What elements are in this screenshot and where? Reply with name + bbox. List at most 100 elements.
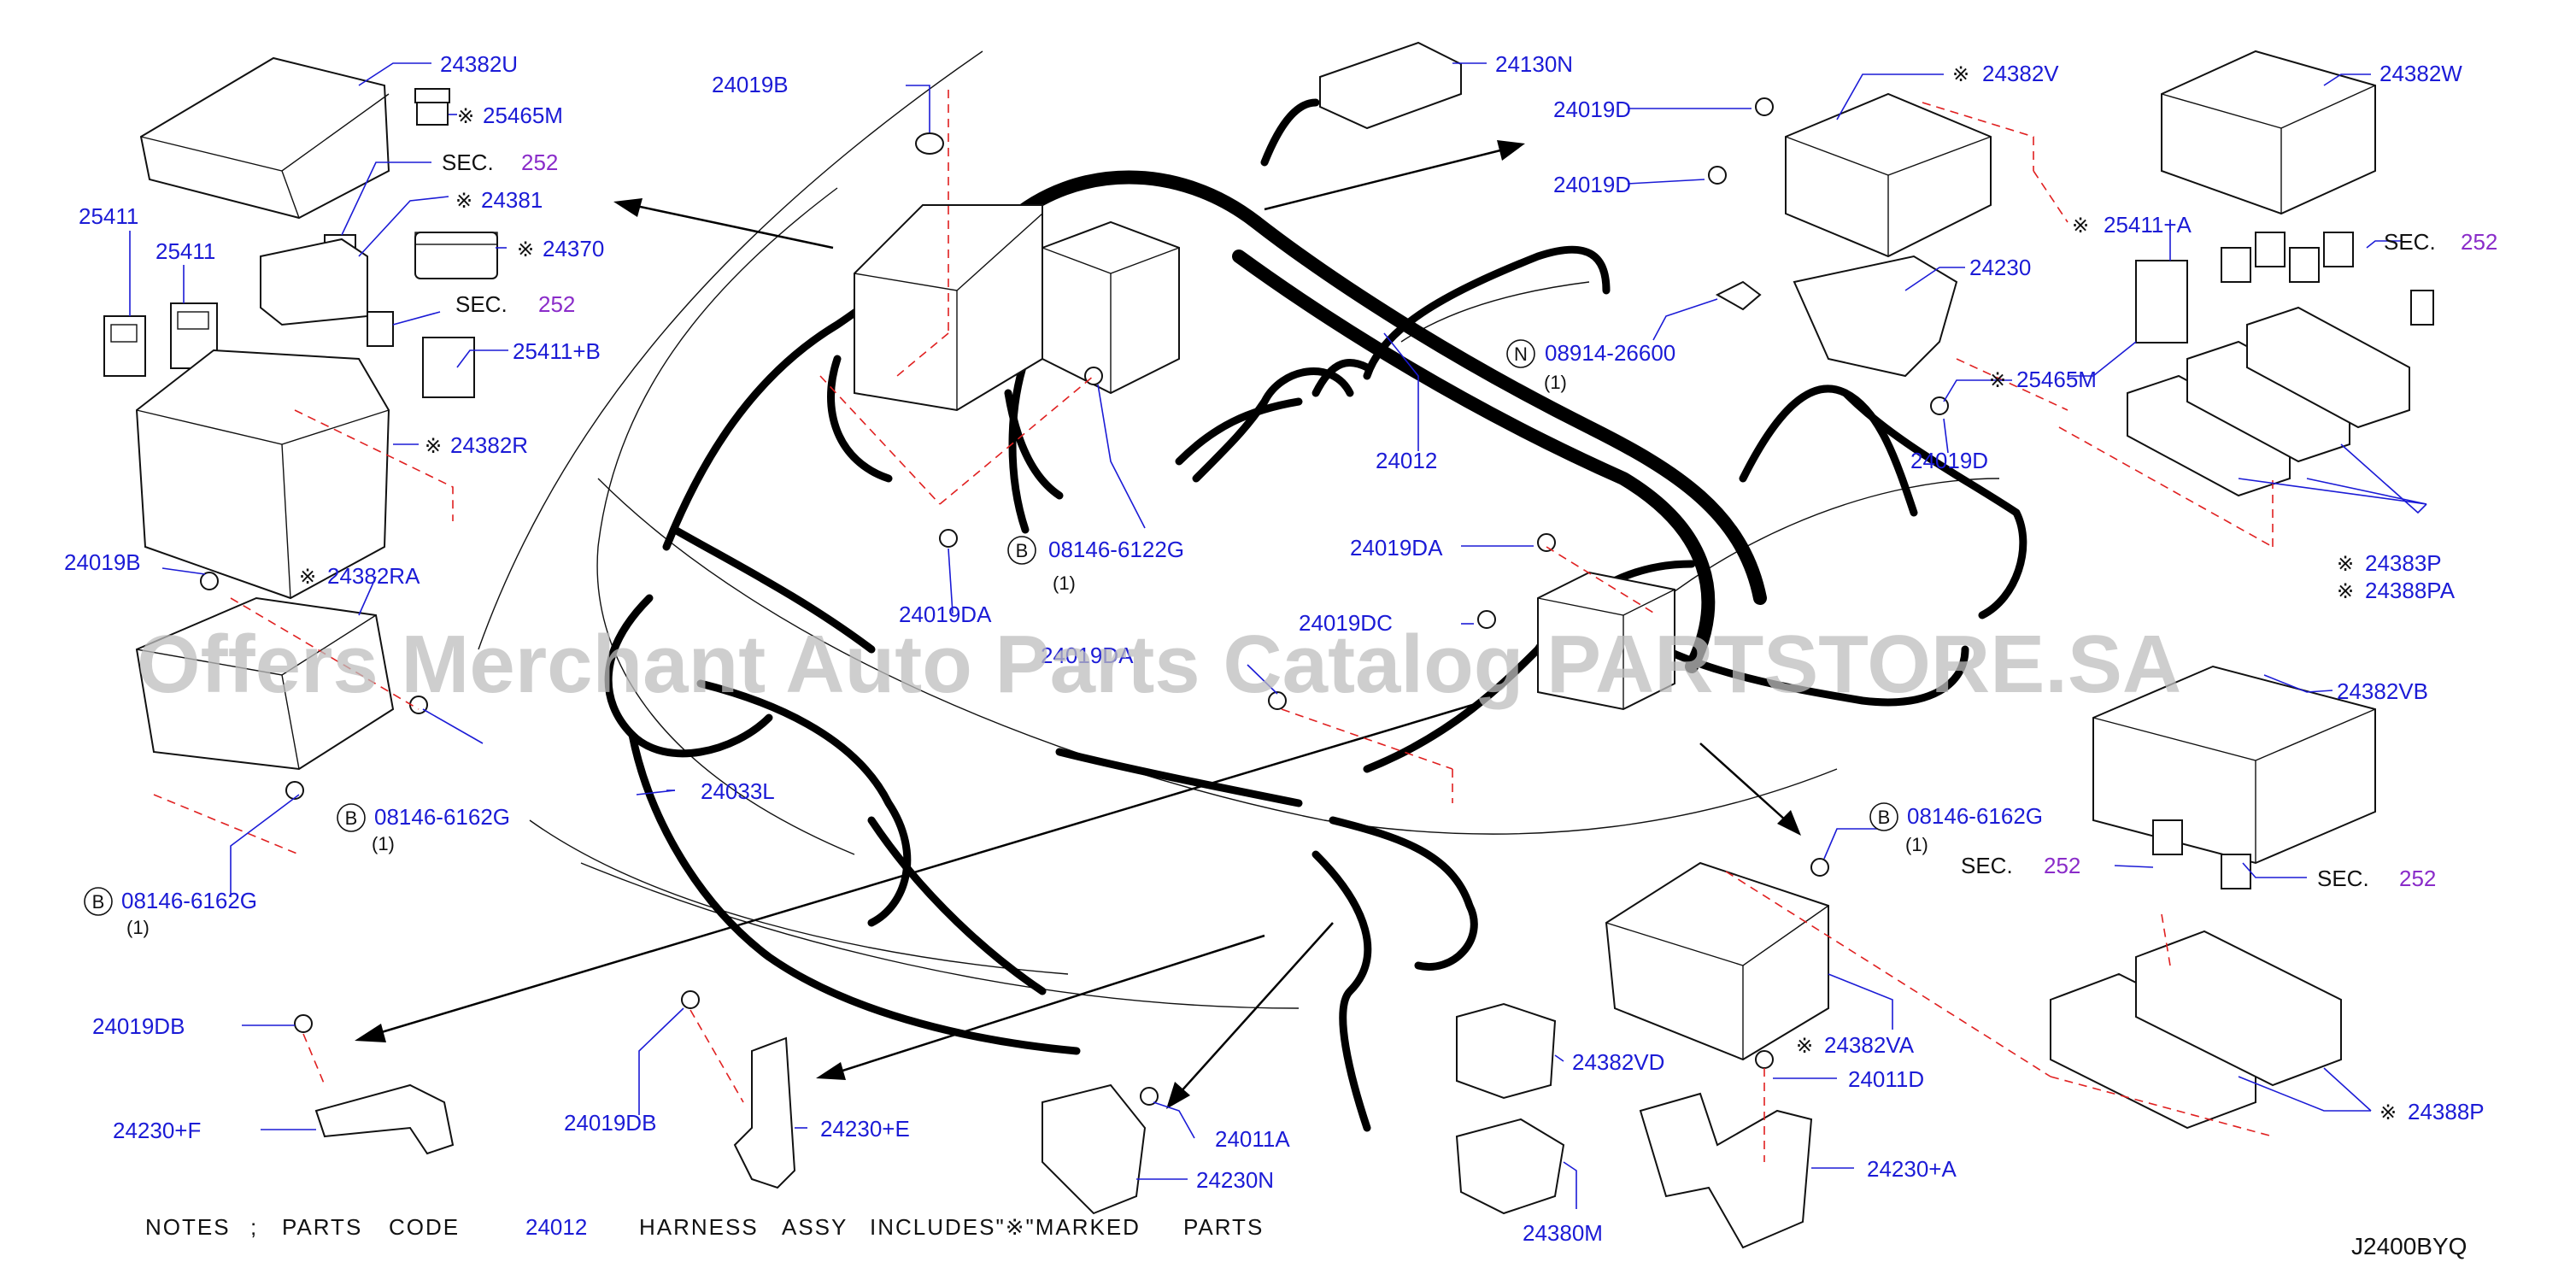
label-24019DB-b: 24019DB <box>564 1110 656 1136</box>
box-24382VA <box>1605 861 1829 1061</box>
label-24382U: 24382U <box>440 51 518 77</box>
notes-code: CODE <box>389 1214 460 1240</box>
label-25465M-a: 25465M <box>483 103 563 128</box>
bracket-24230E <box>733 1036 796 1189</box>
left-relay-box-24382RA <box>135 596 395 771</box>
label-24382VB: 24382VB <box>2337 678 2428 704</box>
label-24019DA-c: 24019DA <box>1350 535 1443 561</box>
label-24011D: 24011D <box>1848 1066 1924 1092</box>
label-24230N: 24230N <box>1196 1167 1274 1193</box>
alignment-dashes <box>153 90 2274 1162</box>
label-24019DA-b: 24019DA <box>1041 643 1134 668</box>
label-24012: 24012 <box>1376 448 1437 473</box>
label-08146-6122G: 08146-6122G <box>1048 537 1184 562</box>
mark-24382R: ※ <box>425 434 442 458</box>
notes-assy: ASSY <box>782 1214 848 1240</box>
left-relay-box-24382R <box>135 349 390 600</box>
qty-1a: (1) <box>372 833 395 854</box>
label-24382V: 24382V <box>1982 61 2059 86</box>
notes-includes: INCLUDES"※"MARKED <box>870 1214 1141 1240</box>
sec-number-1: 252 <box>521 150 558 175</box>
label-24230F: 24230+F <box>113 1118 201 1143</box>
label-24230: 24230 <box>1969 255 2031 280</box>
sec-label-1: SEC. <box>442 150 494 175</box>
label-24383P: 24383P <box>2365 550 2442 576</box>
sec-number-2: 252 <box>538 291 575 317</box>
label-24382VA: 24382VA <box>1824 1032 1915 1058</box>
notes-line: NOTES ; PARTS CODE 24012 HARNESS ASSY IN… <box>145 1214 1264 1240</box>
right-fuse-blocks-24388P <box>2050 930 2342 1130</box>
right-bracket-24230 <box>1793 255 1958 378</box>
bolt-type-b-4: B <box>1878 807 1891 828</box>
sec-number-4: 252 <box>2044 853 2080 878</box>
leader-lines <box>129 62 2427 1209</box>
bolt-type-b-3: B <box>1016 540 1029 561</box>
label-24130N: 24130N <box>1495 51 1573 77</box>
label-24019D-b: 24019D <box>1553 172 1631 197</box>
notes-sep: ; <box>250 1214 258 1240</box>
notes-prefix: NOTES <box>145 1214 231 1240</box>
notes-code-value: 24012 <box>525 1214 587 1240</box>
notes-harness: HARNESS <box>639 1214 759 1240</box>
mark-24383P: ※ <box>2337 552 2354 576</box>
sec-label-4: SEC. <box>1961 853 2013 878</box>
right-box-cover-24382W <box>2161 50 2376 215</box>
right-box-cover-24382VB <box>2092 665 2376 865</box>
fuse-24130N <box>1319 41 1462 130</box>
qty-1b: (1) <box>126 917 150 938</box>
watermark: Offers Merchant Auto Parts Catalog PARTS… <box>137 619 2181 710</box>
grommet-24019B <box>915 132 944 155</box>
sec-number-3: 252 <box>2461 229 2497 255</box>
mark-24382RA: ※ <box>299 565 316 589</box>
label-24019D-c: 24019D <box>1910 448 1988 473</box>
left-relay-box-cover <box>139 56 390 220</box>
right-relays-lower <box>2152 819 2251 889</box>
left-fusible-link <box>414 88 450 126</box>
label-25465M-b: 25465M <box>2016 367 2097 392</box>
mark-24382V: ※ <box>1952 62 1969 86</box>
sec-label-5: SEC. <box>2317 866 2369 891</box>
mark-24382VA: ※ <box>1796 1034 1813 1058</box>
direction-arrows <box>355 140 1801 1109</box>
label-24382R: 24382R <box>450 432 528 458</box>
sec-number-5: 252 <box>2399 866 2436 891</box>
label-08914-26600: 08914-26600 <box>1545 340 1675 366</box>
main-harness <box>604 98 2027 1132</box>
sec-label-2: SEC. <box>455 291 508 317</box>
qty-1e: (1) <box>1905 834 1928 855</box>
label-24230E: 24230+E <box>820 1116 910 1142</box>
qty-1c: (1) <box>1053 572 1076 594</box>
notes-parts: PARTS <box>282 1214 362 1240</box>
label-24370: 24370 <box>543 236 604 261</box>
bracket-24230A <box>1639 1092 1813 1249</box>
label-24380M: 24380M <box>1523 1220 1603 1246</box>
label-24381: 24381 <box>481 187 543 213</box>
connector-24382VD <box>1456 1002 1557 1100</box>
left-fuse-block-24381 <box>260 238 368 326</box>
bracket-24230N <box>1042 1083 1147 1215</box>
right-fuse-blocks-24383P <box>2127 306 2410 497</box>
left-fuse-24370 <box>414 232 498 279</box>
right-box-24382V <box>1785 92 1992 258</box>
label-25411B: 25411+B <box>513 338 601 364</box>
label-24019DB-a: 24019DB <box>92 1013 185 1039</box>
label-24011A: 24011A <box>1215 1126 1290 1152</box>
mark-24381: ※ <box>455 189 472 213</box>
label-24388PA: 24388PA <box>2365 578 2456 603</box>
label-24019B-b: 24019B <box>712 72 789 97</box>
vehicle-body-outline <box>478 50 2000 1009</box>
label-08146-6162G-c: 08146-6162G <box>1907 803 2043 829</box>
label-24019B-a: 24019B <box>64 549 141 575</box>
label-25411-b: 25411 <box>155 238 215 264</box>
mark-24388P: ※ <box>2379 1101 2397 1124</box>
label-08146-6162G-a: 08146-6162G <box>374 804 510 830</box>
clip-08914-26600 <box>1715 280 1762 311</box>
bolt-type-markers <box>84 339 1898 916</box>
notes-marked-parts: PARTS <box>1183 1214 1264 1240</box>
sec-label-3: SEC. <box>2384 229 2436 255</box>
label-24382W: 24382W <box>2379 61 2462 86</box>
label-24382VD: 24382VD <box>1572 1049 1664 1075</box>
label-24033L: 24033L <box>701 778 775 804</box>
mark-25465M-a: ※ <box>457 104 474 128</box>
